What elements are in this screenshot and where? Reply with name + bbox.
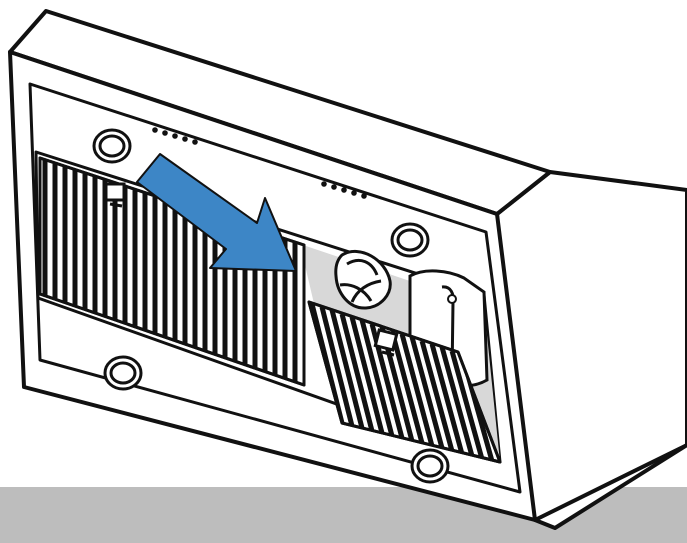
control-dot xyxy=(351,190,357,196)
control-dot xyxy=(321,181,327,187)
led-light-upper-left-inner xyxy=(100,136,124,156)
control-dot xyxy=(341,187,347,193)
control-dot xyxy=(331,184,337,190)
control-dot xyxy=(192,139,198,145)
removed-filter-handle xyxy=(375,330,396,350)
control-dot xyxy=(172,133,178,139)
control-dot xyxy=(162,130,168,136)
led-light-lower-left-inner xyxy=(111,363,135,383)
led-light-upper-right-inner xyxy=(398,230,422,250)
fixed-filter-handle-latch xyxy=(110,204,122,206)
control-dot xyxy=(182,136,188,142)
motor-screw xyxy=(448,295,456,303)
control-dot xyxy=(361,193,367,199)
fixed-filter-handle xyxy=(106,184,124,200)
control-dot xyxy=(152,127,158,133)
led-light-lower-right-inner xyxy=(418,456,442,476)
